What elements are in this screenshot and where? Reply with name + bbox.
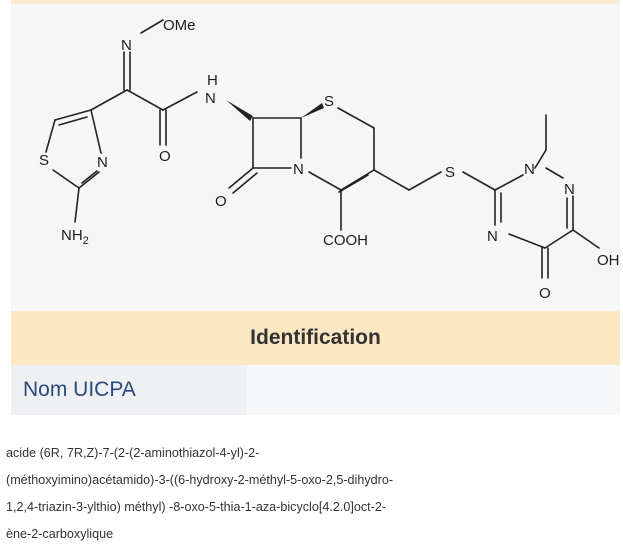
identification-section-header: Identification [11, 311, 620, 365]
triazine-n-right-label: N [564, 181, 575, 198]
linker-s-label: S [445, 164, 455, 181]
iupac-name-row: Nom UICPA [11, 365, 620, 417]
iupac-label: Nom UICPA [23, 378, 136, 401]
hydroxyl-label: OH [597, 252, 620, 269]
lactam-o-label: O [215, 193, 227, 210]
iupac-label-cell: Nom UICPA [11, 365, 247, 415]
iupac-line-2: (méthoxyimino)acétamido)-3-((6-hydroxy-2… [6, 473, 394, 487]
methoxy-label: OMe [163, 17, 196, 34]
thiazole-n-label: N [97, 154, 108, 171]
bond-lines [45, 19, 600, 279]
molecule-structure-panel: OMe N H N S S N NH2 O O N COOH S N N N O… [11, 0, 620, 311]
oxime-n-label: N [121, 37, 132, 54]
amide-h-label: H [207, 72, 218, 89]
amide-o-label: O [159, 148, 171, 165]
thiazole-s-label: S [39, 152, 49, 169]
amino-label: NH2 [61, 227, 89, 247]
section-title: Identification [250, 326, 381, 349]
iupac-name-text: acide (6R, 7R,Z)-7-(2-(2-aminothiazol-4-… [6, 440, 618, 548]
iupac-value-cell [247, 365, 620, 415]
iupac-line-3: 1,2,4-triazin-3-ylthio) méthyl) -8-oxo-5… [6, 500, 387, 514]
amide-n-label: N [205, 90, 216, 107]
iupac-line-1: acide (6R, 7R,Z)-7-(2-(2-aminothiazol-4-… [6, 446, 260, 460]
ceftriaxone-structure-drawing: OMe N H N S S N NH2 O O N COOH S N N N O… [39, 17, 620, 302]
triazine-n-methyl-label: N [524, 161, 535, 178]
carboxylic-acid-label: COOH [323, 232, 368, 249]
bicyclic-n-label: N [293, 161, 304, 178]
triazine-o-label: O [539, 285, 551, 302]
ring-s-label: S [324, 93, 334, 110]
iupac-line-4: ène-2-carboxylique [6, 527, 114, 541]
triazine-n-left-label: N [487, 228, 498, 245]
